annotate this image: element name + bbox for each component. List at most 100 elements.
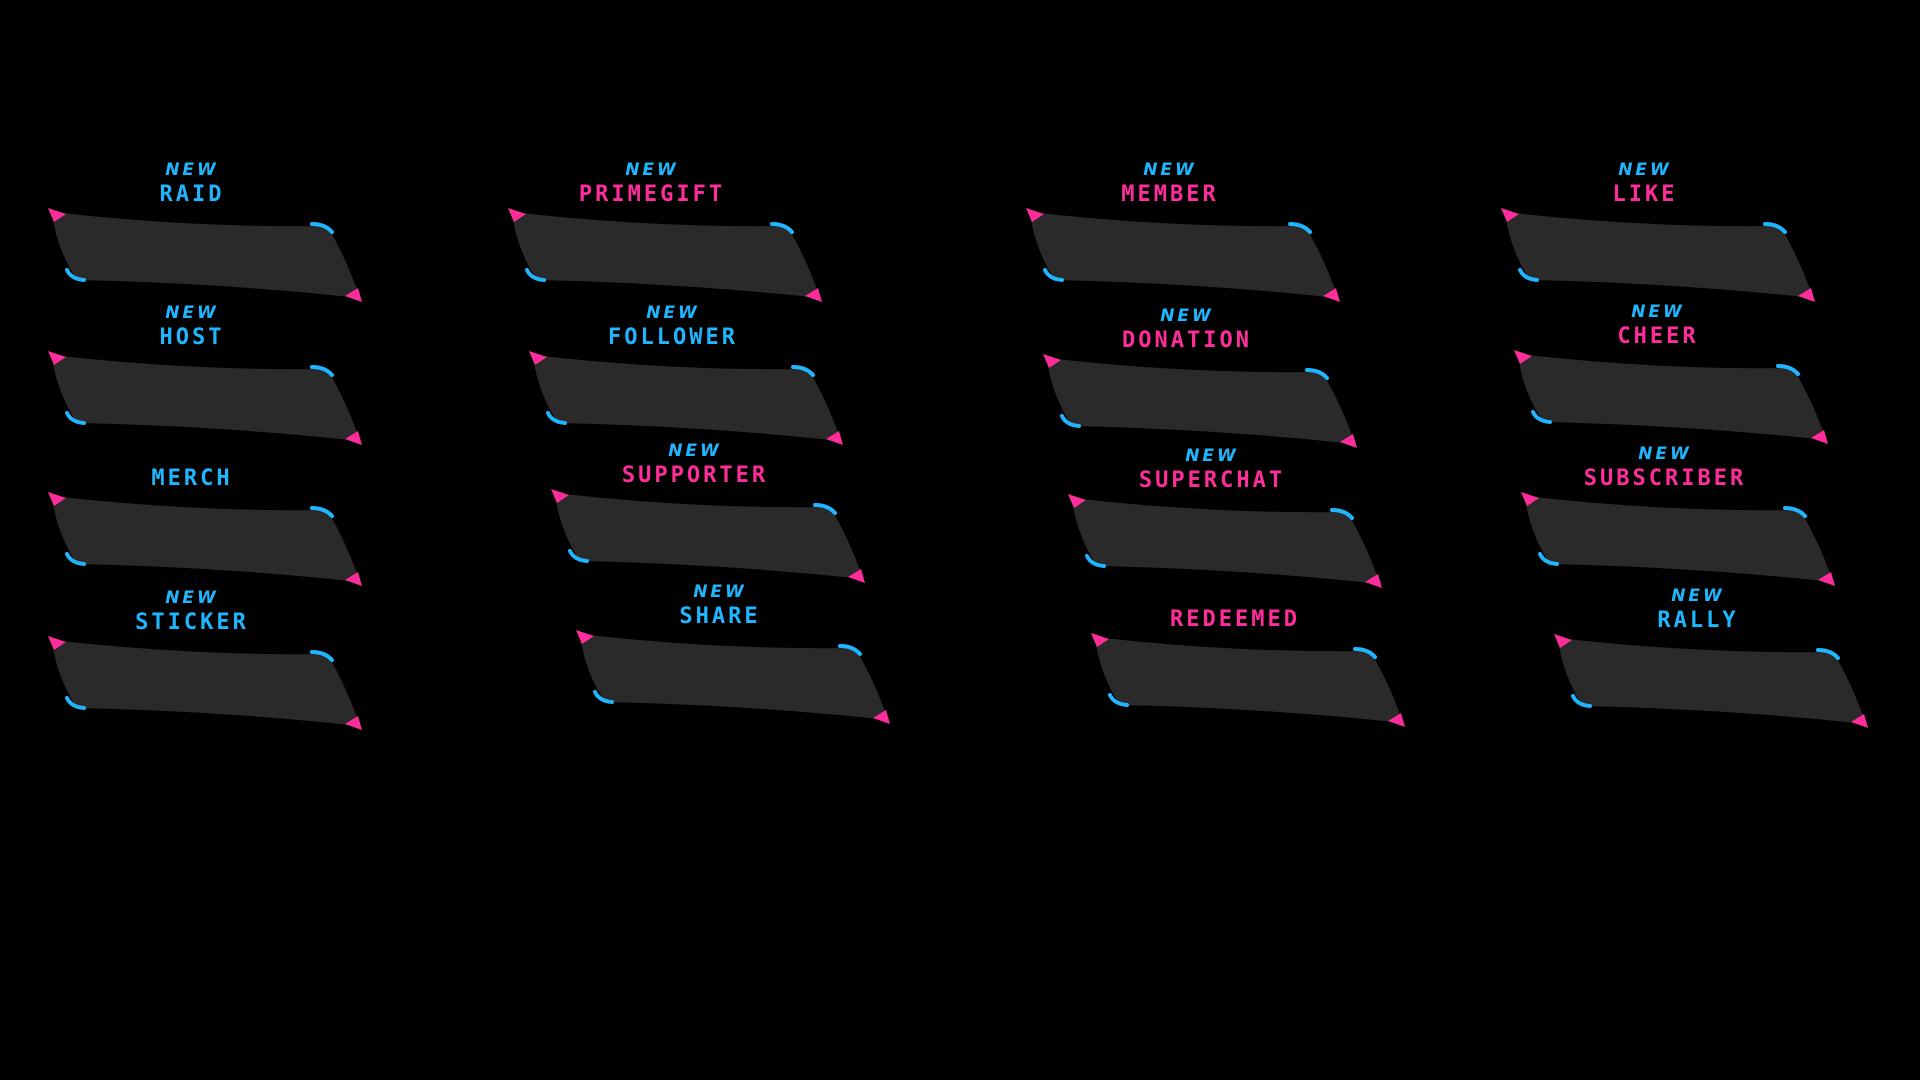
corner-accent-bottom-left	[525, 268, 546, 282]
corner-accent-top-right	[1353, 647, 1377, 659]
corner-accent-top-left	[1043, 354, 1061, 368]
alert-banner-shape	[52, 496, 360, 582]
corner-accent-bottom-right	[1340, 434, 1357, 448]
corner-accent-top-left	[551, 489, 569, 503]
alert-banner	[576, 630, 890, 724]
alert-banner	[1514, 350, 1828, 444]
corner-accent-top-right	[1305, 368, 1329, 380]
corner-accent-bottom-left	[568, 549, 589, 563]
alert-title-new: NEW	[1671, 586, 1725, 606]
corner-accent-top-left	[48, 492, 66, 506]
corner-accent-bottom-left	[1531, 410, 1552, 424]
alert-title-new: NEW	[625, 160, 679, 180]
corner-accent-bottom-right	[345, 431, 362, 445]
alert-box-merch: MERCH	[42, 446, 382, 606]
alert-title-new: NEW	[693, 582, 747, 602]
alert-title-new: NEW	[1631, 302, 1685, 322]
alert-banner	[508, 208, 822, 302]
alert-title-new: NEW	[1618, 160, 1672, 180]
corner-accent-bottom-left	[1571, 694, 1592, 708]
alert-title-host: HOST	[159, 325, 225, 350]
alert-title-new: NEW	[668, 441, 722, 461]
alert-banner-shape	[1047, 358, 1355, 444]
corner-accent-bottom-right	[873, 710, 890, 724]
corner-accent-bottom-right	[1365, 574, 1382, 588]
corner-accent-top-right	[310, 650, 334, 662]
alert-banner-shape	[52, 355, 360, 441]
corner-accent-top-right	[791, 365, 815, 377]
alert-title-new: NEW	[646, 303, 700, 323]
corner-accent-top-left	[1068, 494, 1086, 508]
corner-accent-top-right	[1288, 222, 1312, 234]
alert-banner	[48, 351, 362, 445]
corner-accent-top-right	[1776, 364, 1800, 376]
corner-accent-top-right	[1763, 222, 1787, 234]
corner-accent-bottom-left	[1518, 268, 1539, 282]
alert-banner-shape	[52, 212, 360, 298]
corner-accent-bottom-right	[1323, 288, 1340, 302]
alert-title-like: LIKE	[1612, 182, 1678, 207]
corner-accent-top-left	[1091, 633, 1109, 647]
corner-accent-bottom-left	[1085, 554, 1106, 568]
corner-accent-bottom-right	[1818, 572, 1835, 586]
corner-accent-bottom-left	[65, 411, 86, 425]
alert-banner	[48, 492, 362, 586]
alert-title-subscriber: SUBSCRIBER	[1583, 466, 1747, 491]
corner-accent-top-right	[310, 365, 334, 377]
alert-banner	[1026, 208, 1340, 302]
corner-accent-top-right	[770, 222, 794, 234]
corner-accent-top-left	[508, 208, 526, 222]
alert-banner-shape	[1030, 212, 1338, 298]
alert-banner	[1091, 633, 1405, 727]
alert-title-new: NEW	[1160, 306, 1214, 326]
alert-title-supporter: SUPPORTER	[621, 463, 769, 488]
alert-banner-shape	[1072, 498, 1380, 584]
alert-banner-shape	[1505, 212, 1813, 298]
corner-accent-bottom-left	[65, 268, 86, 282]
corner-accent-bottom-right	[1811, 430, 1828, 444]
alert-title-primegift: PRIMEGIFT	[578, 182, 726, 207]
alert-title-new: NEW	[1143, 160, 1197, 180]
alert-box-subscriber: NEW SUBSCRIBER	[1515, 446, 1855, 606]
corner-accent-bottom-left	[1108, 693, 1129, 707]
corner-accent-bottom-left	[1538, 552, 1559, 566]
corner-accent-top-right	[310, 222, 334, 234]
corner-accent-top-right	[1783, 506, 1807, 518]
alert-banner	[48, 636, 362, 730]
corner-accent-bottom-left	[593, 690, 614, 704]
corner-accent-bottom-left	[1043, 268, 1064, 282]
alert-title-member: MEMBER	[1121, 182, 1219, 207]
corner-accent-top-left	[576, 630, 594, 644]
corner-accent-bottom-right	[1388, 713, 1405, 727]
alert-banner	[48, 208, 362, 302]
alert-banner-shape	[580, 634, 888, 720]
corner-accent-top-left	[48, 351, 66, 365]
alert-banner-shape	[1518, 354, 1826, 440]
alert-title-share: SHARE	[679, 604, 761, 629]
corner-accent-bottom-right	[1851, 714, 1868, 728]
alert-banner	[551, 489, 865, 583]
corner-accent-top-left	[1521, 492, 1539, 506]
alert-banner-shape	[533, 355, 841, 441]
alert-banner-shape	[1095, 637, 1403, 723]
alert-title-sticker: STICKER	[135, 610, 249, 635]
